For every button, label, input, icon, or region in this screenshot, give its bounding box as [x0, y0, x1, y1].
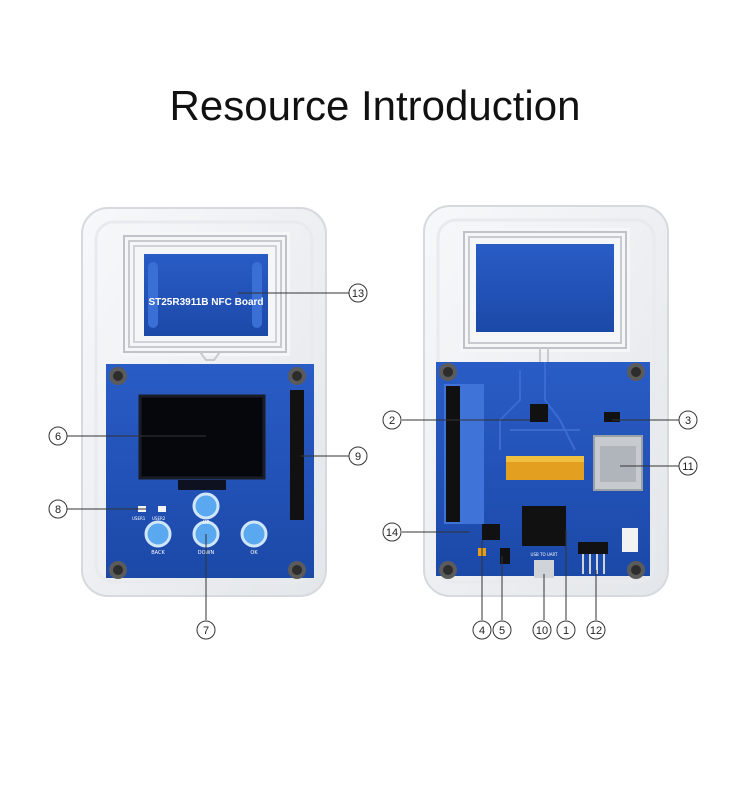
back-board: USB TO UART	[423, 205, 669, 597]
svg-text:8: 8	[55, 504, 61, 516]
screw-icon	[439, 363, 645, 579]
callout-9: 9	[348, 446, 368, 466]
nfc-antenna-area	[476, 244, 614, 332]
svg-text:3: 3	[685, 415, 691, 427]
nfc-board-label: ST25R3911B NFC Board	[148, 297, 263, 308]
svg-text:13: 13	[352, 288, 364, 300]
svg-text:11: 11	[682, 461, 693, 473]
button-up[interactable]	[192, 492, 220, 520]
callout-8: 8	[48, 499, 68, 519]
svg-text:4: 4	[479, 625, 485, 637]
usb-uart-chip	[482, 524, 500, 540]
nfc-chip	[530, 404, 548, 422]
callout-14: 14	[382, 522, 402, 542]
svg-text:12: 12	[590, 625, 602, 637]
nfc-antenna-front: ST25R3911B NFC Board	[120, 232, 290, 361]
svg-text:10: 10	[536, 625, 548, 637]
callout-1: 1	[556, 620, 576, 640]
oled-display	[138, 394, 266, 480]
callout-13: 13	[348, 283, 368, 303]
mcu-chip	[522, 506, 566, 546]
callout-lines	[67, 292, 679, 620]
callout-10: 10	[532, 620, 552, 640]
switch	[604, 412, 620, 422]
button-up-label: UP	[203, 520, 210, 526]
button-ok[interactable]	[240, 520, 268, 548]
front-board: ST25R3911B NFC Board USER1 USER2	[81, 207, 327, 597]
nfc-board-panel	[144, 254, 268, 336]
callout-2: 2	[382, 410, 402, 430]
page-title: Resource Introduction	[169, 82, 581, 129]
button-back-label: BACK	[151, 550, 165, 556]
button-ok-label: OK	[250, 550, 258, 556]
callout-12: 12	[586, 620, 606, 640]
button-back[interactable]	[144, 520, 172, 548]
callout-5: 5	[492, 620, 512, 640]
pin-header-front	[290, 390, 304, 520]
svg-text:9: 9	[355, 451, 361, 463]
usb-port	[534, 560, 554, 578]
svg-text:7: 7	[203, 625, 209, 637]
led-label-2: USER2	[152, 516, 166, 521]
debug-header	[578, 542, 608, 574]
callout-4: 4	[472, 620, 492, 640]
callout-6: 6	[48, 426, 68, 446]
svg-text:1: 1	[563, 625, 569, 637]
usb-label: USB TO UART	[531, 552, 558, 557]
callout-11: 11	[678, 456, 698, 476]
screw-icon	[109, 367, 306, 579]
nfc-antenna-back	[460, 228, 630, 362]
led-label-1: USER1	[132, 516, 146, 521]
callout-markers: 13 6 9 8 7 2 3 11 14 4 5 10 1 12	[48, 283, 698, 640]
callout-3: 3	[678, 410, 698, 430]
svg-text:14: 14	[386, 527, 398, 539]
svg-text:5: 5	[499, 625, 505, 637]
callout-7: 7	[196, 620, 216, 640]
svg-text:6: 6	[55, 431, 61, 443]
svg-text:2: 2	[389, 415, 395, 427]
